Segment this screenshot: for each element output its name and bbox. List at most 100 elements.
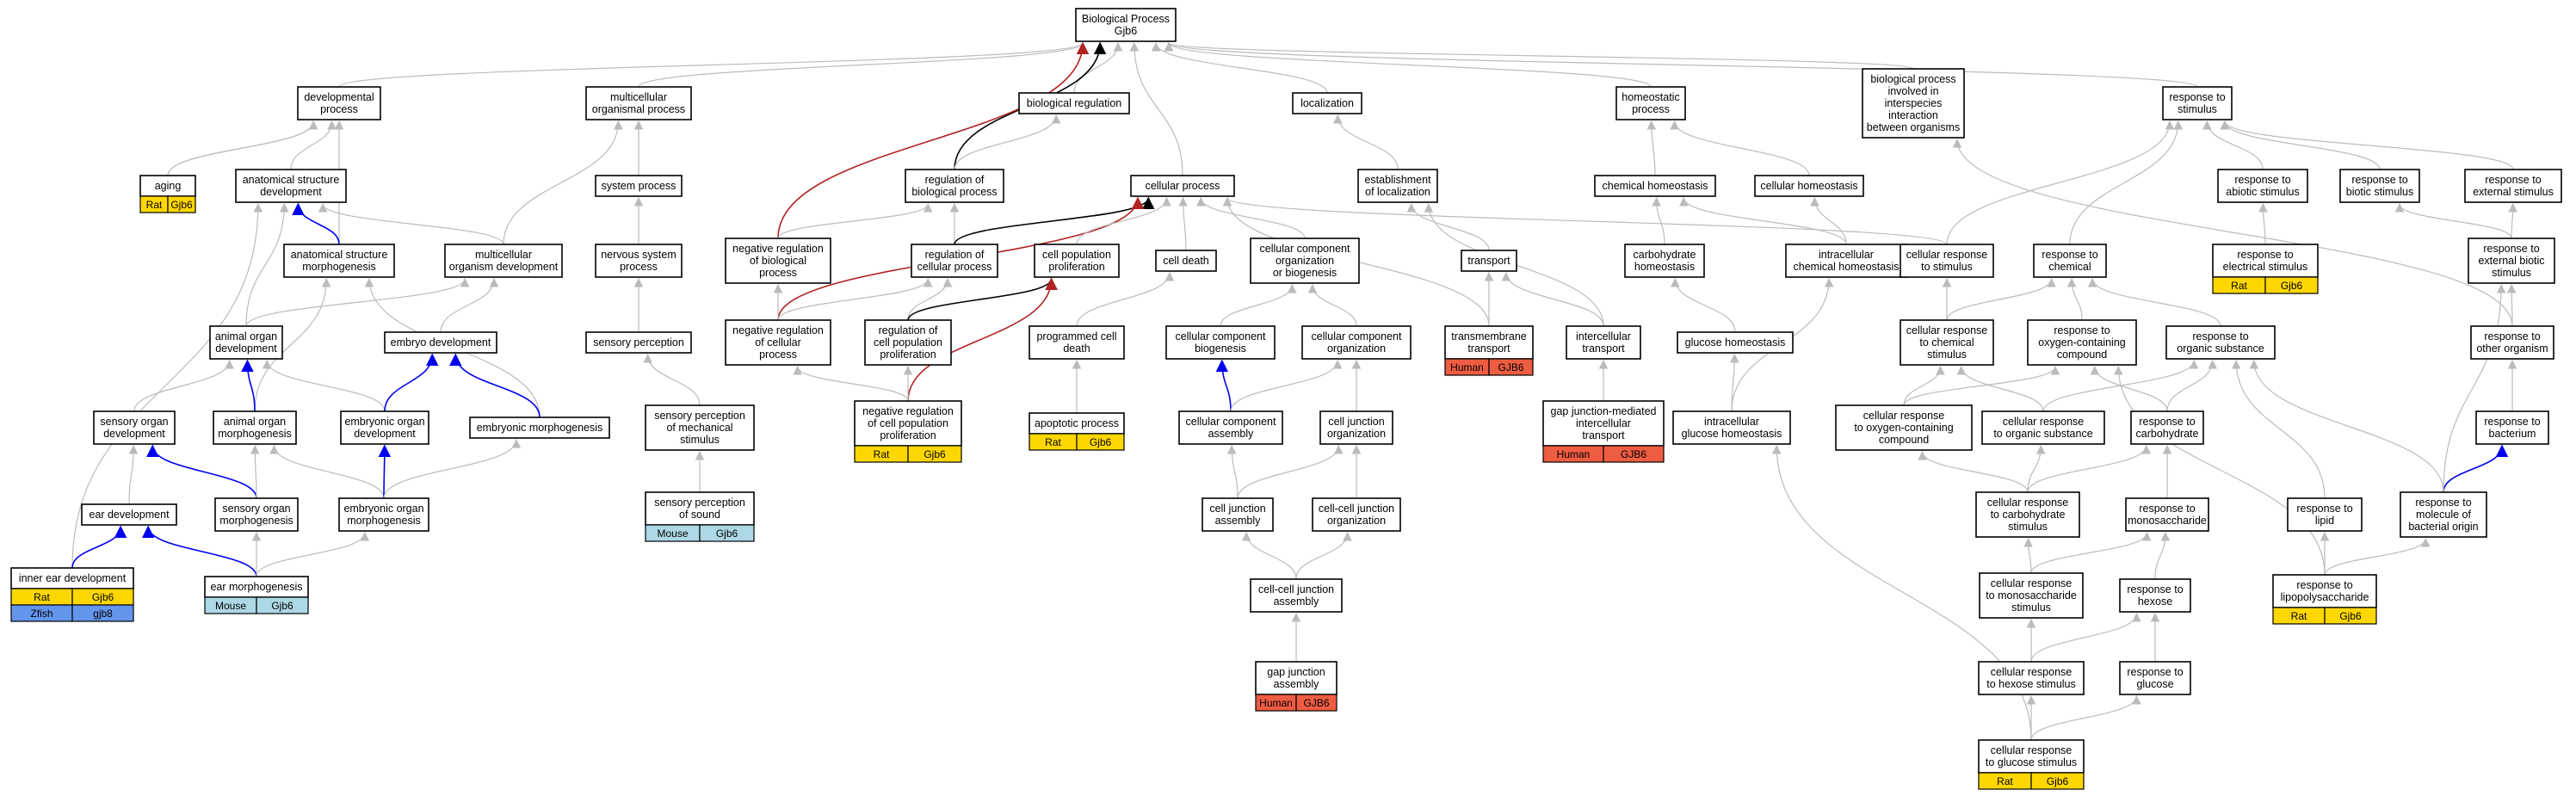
- go-node-transport[interactable]: transport: [1461, 250, 1517, 272]
- go-node-bioreg[interactable]: biological regulation: [1018, 92, 1130, 114]
- node-label-line: morphogenesis: [302, 261, 375, 273]
- node-label-line: assembly: [1208, 428, 1255, 440]
- go-node-embryo_morph[interactable]: embryonic morphogenesis: [469, 417, 610, 439]
- node-label-line: to chemical: [1919, 336, 1974, 349]
- edge-is_a-resp_biotic-to-resp_stim: [2220, 120, 2381, 170]
- node-box: [854, 400, 962, 447]
- go-node-glucose_homeo[interactable]: glucose homeostasis: [1677, 331, 1794, 354]
- go-node-cell_proc[interactable]: cellular process: [1130, 175, 1235, 197]
- go-node-system_proc[interactable]: system process: [595, 175, 683, 197]
- go-node-localization[interactable]: localization: [1292, 92, 1362, 114]
- node-label-line: of cellular: [755, 336, 801, 349]
- go-node-ear_dev[interactable]: ear development: [81, 503, 177, 526]
- go-node-cell_homeo[interactable]: cellular homeostasis: [1754, 175, 1864, 197]
- go-node-sens_percep[interactable]: sensory perception: [585, 331, 692, 354]
- edge-is_a-resp_carb-to-resp_org_sub: [2166, 359, 2218, 412]
- edge-is_a-resp_lipid-to-resp_org_sub: [2231, 359, 2326, 499]
- node-label-line: carbohydrate: [1634, 249, 1696, 261]
- node-box: [1155, 250, 1217, 272]
- go-node-embryo_dev[interactable]: embryo development: [384, 331, 497, 354]
- go-node-cell_death[interactable]: cell death: [1155, 250, 1217, 272]
- node-label-line: to monosaccharide: [1986, 589, 2077, 602]
- go-node-gapj_transport[interactable]: gap junction-mediatedintercellulartransp…: [1542, 400, 1665, 463]
- gene-label: gjb8: [93, 608, 113, 620]
- node-label-line: cell-cell junction: [1258, 583, 1334, 595]
- node-box: [93, 410, 176, 445]
- go-node-chem_homeo[interactable]: chemical homeostasis: [1594, 175, 1716, 197]
- gene-label: Gjb6: [2339, 610, 2362, 622]
- edge-is_a-neg_reg_cell-to-reg_cell: [777, 277, 933, 321]
